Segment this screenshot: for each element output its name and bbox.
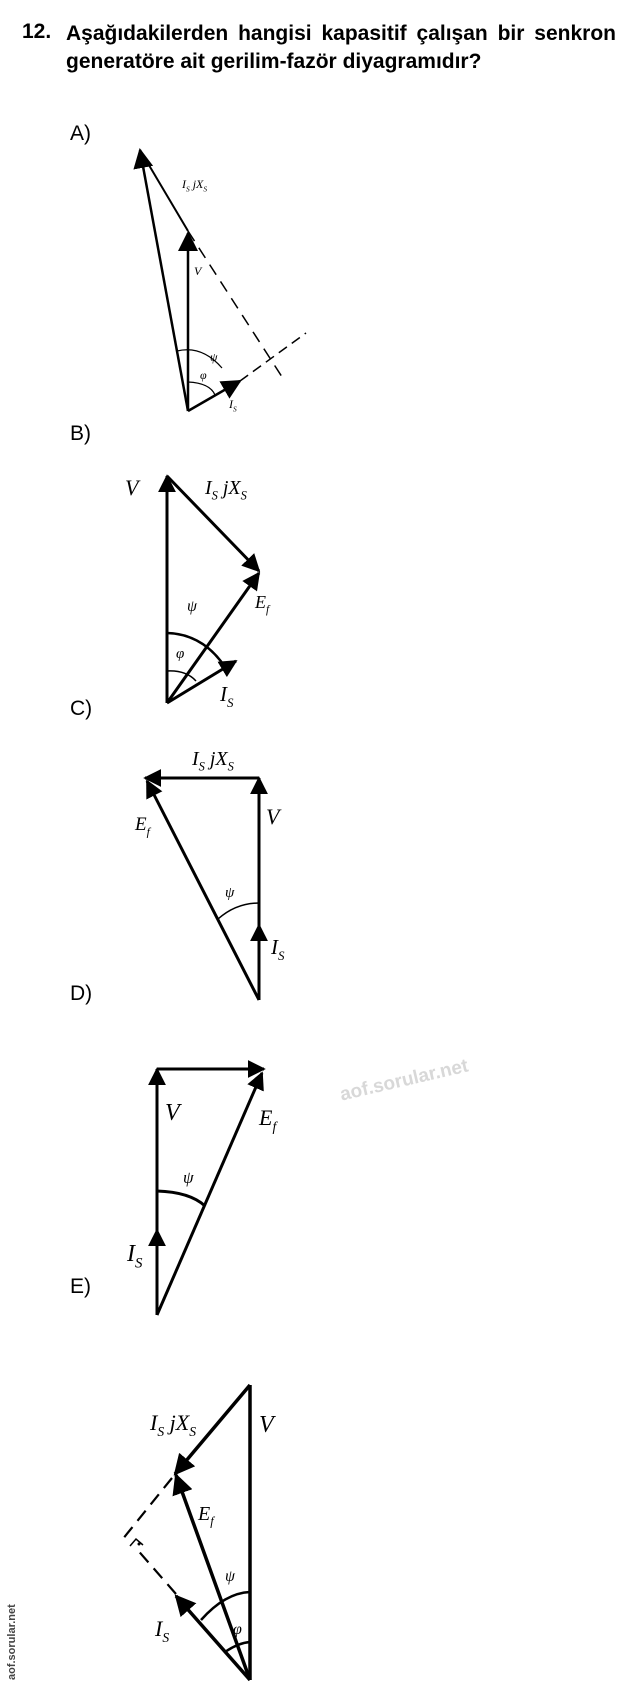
label-v: V <box>125 475 141 500</box>
phasor-ef <box>145 779 261 1001</box>
angle-phi-arc <box>166 670 197 682</box>
label-ef: Ef <box>258 1105 278 1134</box>
option-d-label[interactable]: D) <box>70 982 93 1005</box>
phasor-is <box>174 1594 252 1682</box>
phasor-is-jxs <box>165 474 261 573</box>
phasor-ef <box>165 571 261 704</box>
label-is: IS <box>228 397 237 413</box>
label-is: IS <box>126 1241 143 1272</box>
question-number: 12. <box>22 20 52 43</box>
diagram-c: IS jXS V Ef ψ IS <box>134 748 285 1001</box>
angle-psi-arc <box>200 1590 251 1621</box>
diagram-e: IS jXS V Ef ψ φ IS <box>121 1383 276 1682</box>
label-psi: ψ <box>225 885 235 901</box>
angle-phi-arc <box>224 1640 251 1654</box>
label-is-jxs: IS jXS <box>149 1410 196 1439</box>
phasor-is-jxs <box>173 1383 252 1476</box>
label-psi: ψ <box>183 1168 194 1187</box>
label-is: IS <box>154 1616 169 1645</box>
angle-psi-arc <box>217 902 260 920</box>
label-is-jxs: IS jXS <box>181 177 207 193</box>
phasor-ef <box>133 148 190 412</box>
phasor-is <box>166 659 238 705</box>
label-phi: φ <box>233 1621 242 1638</box>
angle-psi-arc <box>156 1189 207 1208</box>
label-v: V <box>194 264 203 278</box>
label-is: IS <box>219 682 234 710</box>
label-ef: Ef <box>197 1503 215 1529</box>
label-is-jxs: IS jXS <box>191 748 234 774</box>
label-psi: ψ <box>210 350 218 364</box>
label-psi: ψ <box>225 1568 236 1585</box>
option-b-label[interactable]: B) <box>70 422 91 445</box>
option-a-label[interactable]: A) <box>70 122 91 145</box>
angle-psi-arc <box>176 349 223 369</box>
diagram-b: V IS jXS ψ Ef φ IS <box>125 474 271 710</box>
side-watermark: aof.sorular.net <box>6 1604 18 1680</box>
label-phi: φ <box>176 646 184 662</box>
dashed-extension <box>187 230 285 381</box>
phasor-ef <box>172 1473 252 1681</box>
phasor-is <box>187 379 242 413</box>
question-text: Aşağıdakilerden hangisi kapasitif çalışa… <box>66 22 616 73</box>
label-is: IS <box>270 935 285 963</box>
dashed-current-extension <box>134 1546 177 1595</box>
right-angle-mark <box>129 1537 144 1547</box>
label-ef: Ef <box>254 592 271 616</box>
phasor-ef <box>155 1071 264 1316</box>
angle-phi-arc <box>187 381 216 396</box>
label-v: V <box>259 1412 276 1438</box>
diagram-a: IS jXS V ψ φ IS <box>133 148 307 413</box>
label-phi: φ <box>200 368 207 382</box>
label-v: V <box>266 804 282 829</box>
phasor-is-jxs <box>139 149 189 232</box>
label-psi: ψ <box>187 598 198 615</box>
option-c-label[interactable]: C) <box>70 697 93 720</box>
right-angle-dot <box>137 1542 141 1546</box>
diagram-d: V Ef ψ IS <box>126 1060 278 1316</box>
angle-psi-arc <box>166 631 227 668</box>
label-ef: Ef <box>134 814 152 838</box>
dashed-extension <box>121 1477 173 1541</box>
option-e-label[interactable]: E) <box>70 1275 91 1298</box>
dashed-current-extension <box>239 332 307 382</box>
label-is-jxs: IS jXS <box>204 477 247 503</box>
label-v: V <box>165 1100 182 1126</box>
